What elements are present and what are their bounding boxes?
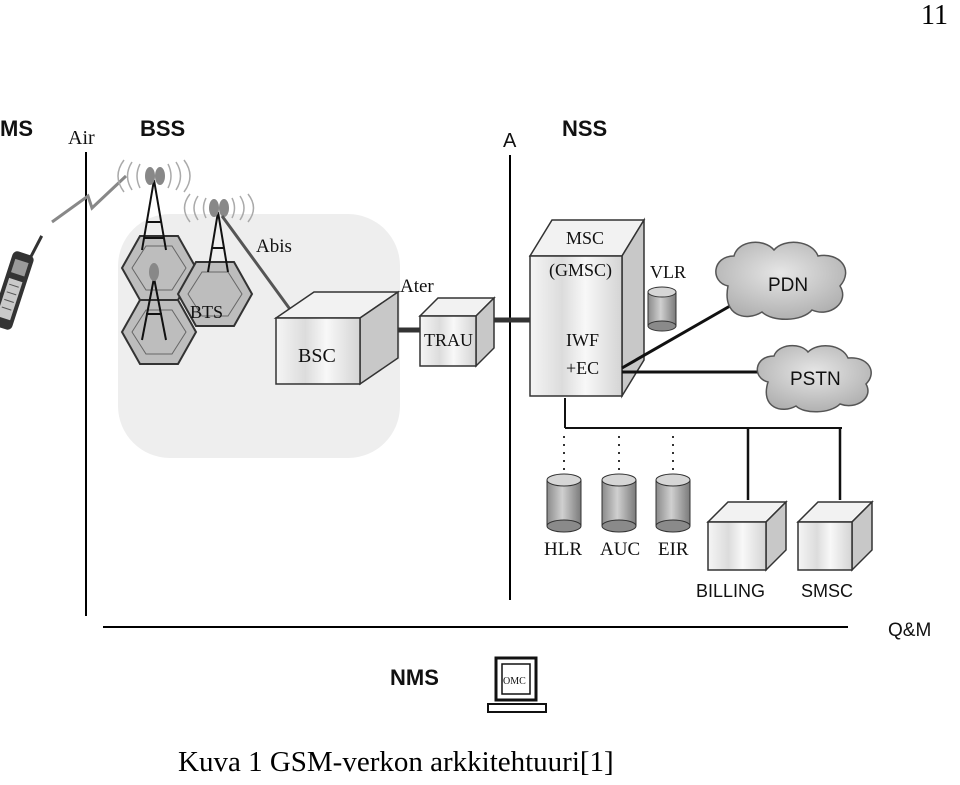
bts-antenna-heads <box>145 167 229 281</box>
pdn-cloud-icon <box>715 241 847 320</box>
antenna-waves-icon <box>117 159 255 223</box>
a-interface-label: A <box>503 130 517 152</box>
bsc-box <box>273 290 401 386</box>
hlr-label: HLR <box>544 539 582 560</box>
radio-link-zigzag <box>51 174 128 224</box>
omc-computer-icon <box>487 656 547 713</box>
abis-interface-label: Abis <box>256 236 292 257</box>
bts-tower-icon <box>141 179 229 341</box>
billing-box <box>706 500 788 572</box>
smsc-label: SMSC <box>801 581 853 601</box>
bss-section-label: BSS <box>140 116 185 141</box>
auc-database-icon <box>601 473 637 533</box>
cell-hexagons <box>120 235 254 365</box>
eir-label: EIR <box>658 539 689 560</box>
trau-label: TRAU <box>424 330 473 350</box>
eir-database-icon <box>655 473 691 533</box>
pstn-label: PSTN <box>790 369 841 390</box>
nms-section-label: NMS <box>390 665 439 690</box>
figure-caption: Kuva 1 GSM-verkon arkkitehtuuri[1] <box>178 746 614 778</box>
bsc-label: BSC <box>298 345 336 367</box>
bts-label: BTS <box>190 302 223 322</box>
qm-interface-label: Q&M <box>888 620 931 641</box>
vlr-database-icon <box>647 286 677 332</box>
pstn-cloud-icon <box>756 344 872 413</box>
ec-label: +EC <box>566 358 599 378</box>
ater-interface-label: Ater <box>400 276 434 297</box>
page-number: 11 <box>921 0 948 31</box>
database-dotted-links <box>563 436 674 470</box>
msc-box <box>528 217 646 399</box>
trau-box <box>418 296 496 368</box>
auc-label: AUC <box>600 539 640 560</box>
iwf-label: IWF <box>566 330 599 350</box>
billing-label: BILLING <box>696 581 765 601</box>
ms-section-label: MS <box>0 116 33 141</box>
gmsc-label: (GMSC) <box>549 260 612 281</box>
pdn-label: PDN <box>768 275 808 296</box>
vlr-label: VLR <box>650 262 686 282</box>
msc-label: MSC <box>566 228 604 248</box>
mobile-phone-icon <box>0 235 44 330</box>
pdn-link <box>621 304 731 370</box>
smsc-box <box>796 500 874 572</box>
abis-link <box>220 215 294 313</box>
omc-label: OMC <box>503 676 526 687</box>
hlr-database-icon <box>546 473 582 533</box>
air-interface-label: Air <box>68 127 95 149</box>
nss-section-label: NSS <box>562 116 607 141</box>
